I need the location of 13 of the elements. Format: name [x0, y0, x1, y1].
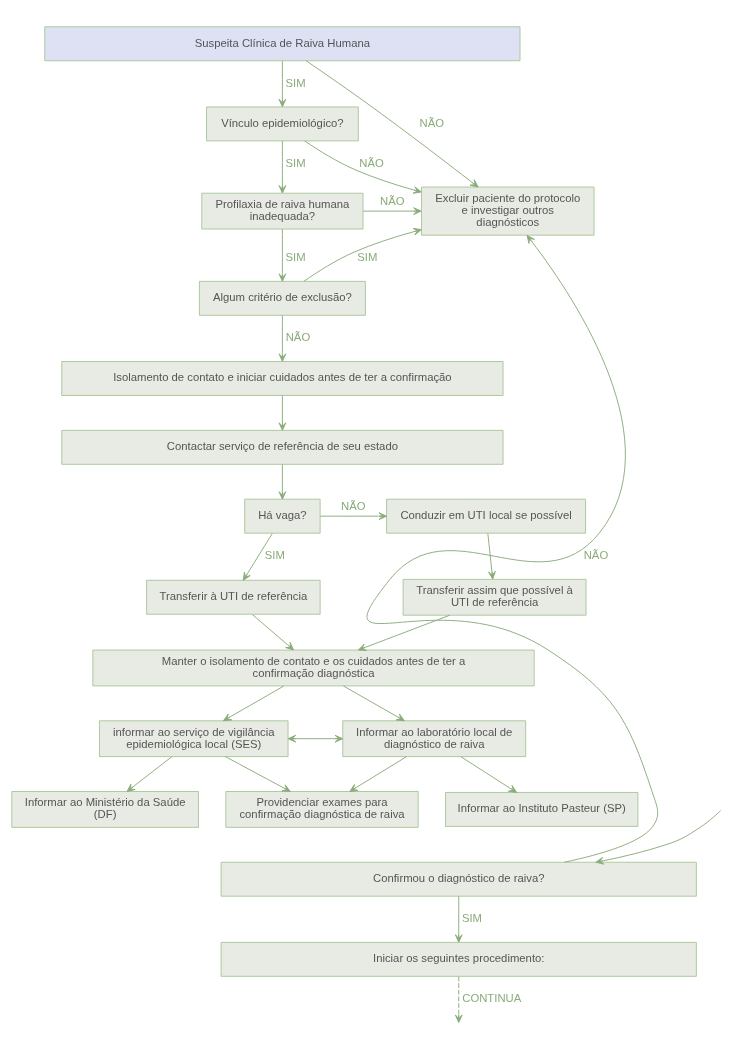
edge-label: NÃO [359, 156, 384, 169]
edge-label: SIM [285, 251, 306, 264]
edge-label: NÃO [583, 549, 609, 562]
edge-label: NÃO [380, 195, 405, 208]
edge-label: NÃO [341, 500, 366, 513]
edge-label: SIM [264, 549, 285, 562]
edge-label: CONTINUA [462, 992, 522, 1005]
edge-label: SIM [357, 251, 378, 264]
edge-label: SIM [461, 912, 482, 925]
edge-label: NÃO [285, 331, 311, 344]
edge-label: NÃO [419, 116, 445, 129]
edge-label: SIM [285, 76, 306, 89]
edge-label: SIM [285, 156, 306, 169]
